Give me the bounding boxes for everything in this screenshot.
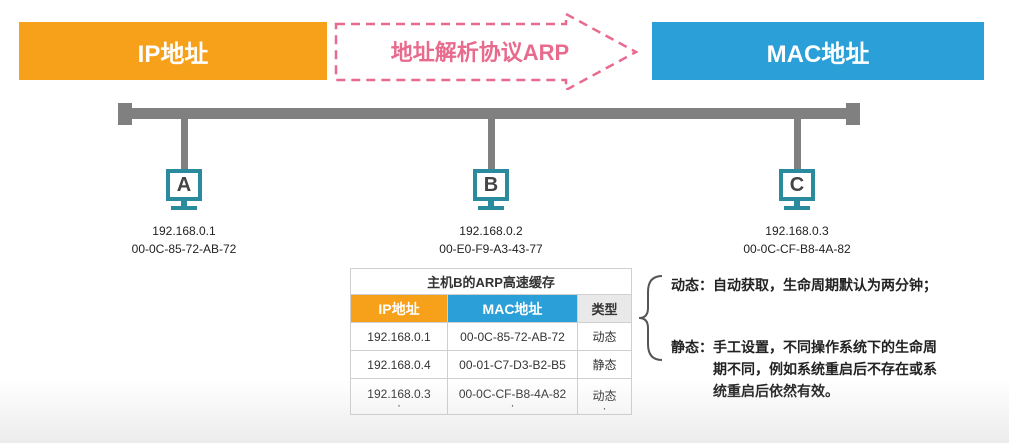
host-b-ip: 192.168.0.2 [459,224,523,238]
arp-cell-type: 静态 [577,350,632,379]
arp-cell-ip: 192.168.0.1 [350,322,448,351]
dynamic-note: 动态：自动获取，生命周期默认为两分钟； [671,274,1001,296]
host-b-mac: 00-E0-F9-A3-43-77 [439,242,543,256]
drop-line-c [794,118,801,173]
host-c-ip: 192.168.0.3 [765,224,829,238]
table-row: 192.168.0.3 · 00-0C-CF-B8-4A-82 · 动态 · [350,378,632,415]
arp-cell-type: 动态 [577,322,632,351]
arp-cell-ip: 192.168.0.4 [350,350,448,379]
dynamic-text: 自动获取，生命周期默认为两分钟； [713,277,937,293]
mac-address-bar: MAC地址 [652,22,984,80]
host-a-letter: A [176,174,192,196]
arp-header-ip: IP地址 [350,294,448,323]
ellipsis: · [510,398,515,412]
arp-cell-mac: 00-01-C7-D3-B2-B5 [447,350,578,379]
host-a-ip: 192.168.0.1 [152,224,216,238]
arp-cell-ip: 192.168.0.3 · [350,378,448,415]
host-c-letter: C [789,174,805,196]
arp-arrow-icon [334,11,639,90]
table-row: 192.168.0.4 00-01-C7-D3-B2-B5 静态 [350,350,632,379]
static-note: 静态：手工设置，不同操作系统下的生命周 期不同，例如系统重启后不存在或系 统重启… [671,336,1001,402]
static-key: 静态： [671,339,713,355]
computer-icon-b [473,169,509,210]
arp-cell-ip-value: 192.168.0.3 [367,387,431,401]
ellipsis: · [397,398,401,412]
mac-address-label: MAC地址 [766,40,870,68]
computer-icon-a [166,169,202,210]
arp-table-caption: 主机B的ARP高速缓存 [350,268,632,295]
arp-header-type: 类型 [577,294,632,323]
arp-cell-mac: 00-0C-CF-B8-4A-82 · [447,378,578,415]
ip-address-bar: IP地址 [19,22,327,80]
arp-header-mac: MAC地址 [447,294,578,323]
host-c-mac: 00-0C-CF-B8-4A-82 [743,242,851,256]
curly-brace-icon [638,275,663,361]
host-b-letter: B [483,174,499,196]
drop-line-b [488,118,495,173]
arp-cell-type: 动态 · [577,378,632,415]
drop-line-a [181,118,188,173]
host-a-mac: 00-0C-85-72-AB-72 [131,242,237,256]
bus-line [118,108,860,119]
static-line-1: 手工设置，不同操作系统下的生命周 [713,339,937,355]
arp-cell-mac: 00-0C-85-72-AB-72 [447,322,578,351]
dynamic-key: 动态： [671,277,713,293]
ip-address-label: IP地址 [137,40,209,68]
computer-icon-c [779,169,815,210]
table-row: 192.168.0.1 00-0C-85-72-AB-72 动态 [350,322,632,351]
static-line-2: 期不同，例如系统重启后不存在或系 [713,361,937,377]
arp-protocol-label: 地址解析协议ARP [390,40,570,65]
arp-cache-table: 主机B的ARP高速缓存 IP地址 MAC地址 类型 192.168.0.1 00… [350,268,632,415]
static-line-3: 统重启后依然有效。 [713,383,839,399]
arp-cell-mac-value: 00-0C-CF-B8-4A-82 [458,387,567,401]
arp-cell-type-value: 动态 [592,389,617,403]
ellipsis: · [602,401,607,415]
